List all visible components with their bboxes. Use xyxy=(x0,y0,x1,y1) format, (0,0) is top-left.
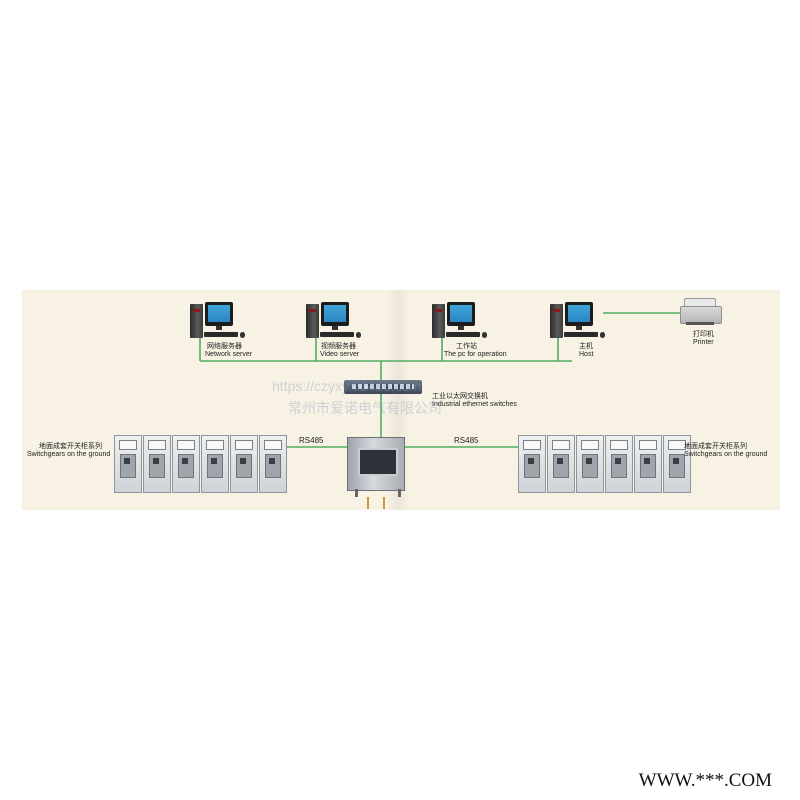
rs485-right-label: RS485 xyxy=(454,436,479,445)
switchgear-right-label-en: Switchgears on the ground xyxy=(684,451,768,458)
switchgear-left-label-en: Switchgears on the ground xyxy=(27,451,111,458)
video-server-computer xyxy=(306,302,366,344)
workstation-label-en: The pc for operation xyxy=(444,351,507,358)
switchgear-unit xyxy=(114,435,142,493)
switchgear-unit xyxy=(201,435,229,493)
switchgear-unit xyxy=(259,435,287,493)
switchgear-unit xyxy=(634,435,662,493)
workstation-computer xyxy=(432,302,492,344)
printer-label-cn: 打印机 xyxy=(693,331,714,338)
footer-site-text: WWW.***.COM xyxy=(638,770,772,791)
host-computer xyxy=(550,302,610,344)
switchgear-unit xyxy=(172,435,200,493)
switchgear-right-label-cn: 地面成套开关柜系列 xyxy=(684,443,747,450)
switchgear-unit xyxy=(576,435,604,493)
switch-label-cn: 工业以太网交换机 xyxy=(432,393,488,400)
switchgear-left-label-cn: 地面成套开关柜系列 xyxy=(39,443,102,450)
video-server-label-cn: 视频服务器 xyxy=(321,343,356,350)
switchgear-unit xyxy=(230,435,258,493)
switch-label-en: Industrial ethernet switches xyxy=(432,401,517,408)
switchgear-unit xyxy=(518,435,546,493)
network-server-label-cn: 网络服务器 xyxy=(207,343,242,350)
watermark-company: 常州市爱诺电气有限公司 xyxy=(288,400,442,416)
control-cabinet-icon xyxy=(347,437,405,509)
video-server-label-en: Video server xyxy=(320,351,360,358)
watermark-url: https://czyxy.51486.com xyxy=(272,378,422,394)
ethernet-switch-icon xyxy=(344,380,422,394)
host-label-cn: 主机 xyxy=(579,343,593,350)
switchgear-unit xyxy=(143,435,171,493)
host-label-en: Host xyxy=(579,351,594,358)
switchgear-unit xyxy=(605,435,633,493)
switchgear-unit xyxy=(547,435,575,493)
network-server-label-en: Network server xyxy=(205,351,253,358)
printer-label-en: Printer xyxy=(693,339,714,346)
network-server-computer xyxy=(190,302,250,344)
workstation-label-cn: 工作站 xyxy=(456,343,477,350)
rs485-left-label: RS485 xyxy=(299,436,324,445)
switchgear-left-group xyxy=(114,435,288,493)
printer-icon xyxy=(680,298,722,326)
switchgear-right-group xyxy=(518,435,692,493)
switchgear-unit xyxy=(663,435,691,493)
